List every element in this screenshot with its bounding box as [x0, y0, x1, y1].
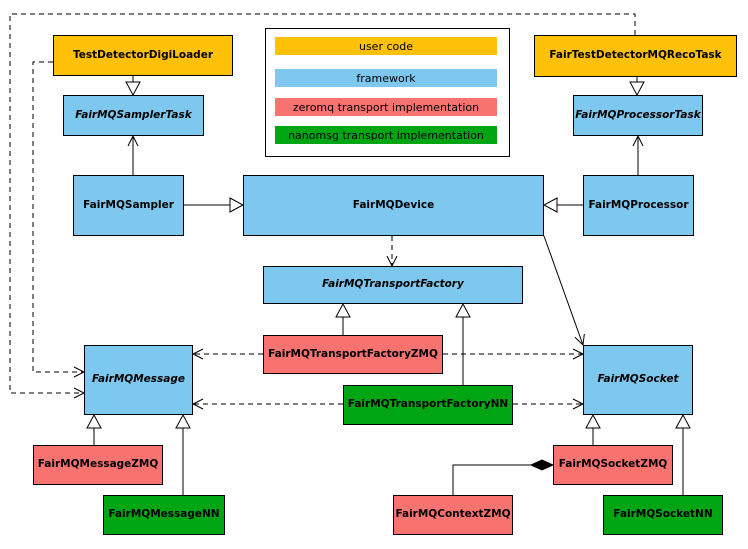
node-label: FairMQSocketZMQ: [558, 458, 668, 471]
node-fairmqtransportfactoryzmq: FairMQTransportFactoryZMQ: [263, 335, 443, 374]
edge-device-socket: [543, 235, 585, 347]
node-fairmqprocessor: FairMQProcessor: [583, 175, 694, 236]
node-label: FairMQSocketNN: [613, 508, 713, 521]
node-fairmqsocketnn: FairMQSocketNN: [603, 495, 723, 535]
node-label: TestDetectorDigiLoader: [72, 48, 213, 61]
node-label: FairMQTransportFactoryZMQ: [268, 347, 438, 360]
legend-item-framework: framework: [275, 69, 497, 87]
edge-contextzmq-socketzmq: [452, 459, 555, 495]
node-fairmqsocketzmq: FairMQSocketZMQ: [553, 445, 673, 485]
node-label: FairMQProcessor: [588, 198, 689, 211]
node-fairmqsampler: FairMQSampler: [73, 175, 184, 236]
node-fairmqmessage: FairMQMessage: [84, 345, 193, 415]
node-label: FairMQMessageZMQ: [37, 458, 159, 471]
node-label: FairMQMessage: [92, 373, 185, 386]
legend-item-zeromq: zeromq transport implementation: [275, 98, 497, 116]
node-fairmqmessagenn: FairMQMessageNN: [103, 495, 225, 535]
node-fairmqcontextzmq: FairMQContextZMQ: [393, 495, 513, 535]
node-fairtestdetectormqrecotask: FairTestDetectorMQRecoTask: [534, 35, 737, 77]
node-label: FairMQSampler: [83, 198, 174, 211]
node-label: FairMQSamplerTask: [75, 108, 192, 121]
node-fairmqprocessortask: FairMQProcessorTask: [573, 95, 703, 136]
node-testdetectordigiloader: TestDetectorDigiLoader: [53, 35, 233, 76]
node-fairmqdevice: FairMQDevice: [243, 175, 544, 236]
legend-label: framework: [356, 71, 416, 85]
node-fairmqtransportfactorynn: FairMQTransportFactoryNN: [343, 385, 513, 425]
edge-recotask-message: [9, 13, 636, 399]
legend-item-user-code: user code: [275, 37, 497, 55]
node-fairmqsocket: FairMQSocket: [583, 345, 693, 415]
node-label: FairMQContextZMQ: [395, 508, 511, 521]
node-fairmqmessagezmq: FairMQMessageZMQ: [33, 445, 163, 485]
node-label: FairMQMessageNN: [108, 508, 220, 521]
node-label: FairMQSocket: [597, 373, 679, 386]
node-label: FairMQProcessorTask: [575, 108, 701, 121]
node-label: FairMQDevice: [352, 198, 435, 211]
node-label: FairMQTransportFactoryNN: [347, 398, 509, 411]
node-label: FairTestDetectorMQRecoTask: [549, 49, 722, 62]
node-label: FairMQTransportFactory: [322, 278, 464, 291]
legend-label: nanomsg transport implementation: [288, 128, 484, 142]
legend-label: zeromq transport implementation: [292, 100, 480, 114]
node-fairmqtransportfactory: FairMQTransportFactory: [263, 266, 523, 304]
legend: user code framework zeromq transport imp…: [265, 28, 510, 157]
legend-label: user code: [358, 39, 414, 53]
edge-digiloader-message: [32, 61, 86, 378]
legend-item-nanomsg: nanomsg transport implementation: [275, 126, 497, 144]
node-fairmqsamplertask: FairMQSamplerTask: [63, 95, 204, 136]
